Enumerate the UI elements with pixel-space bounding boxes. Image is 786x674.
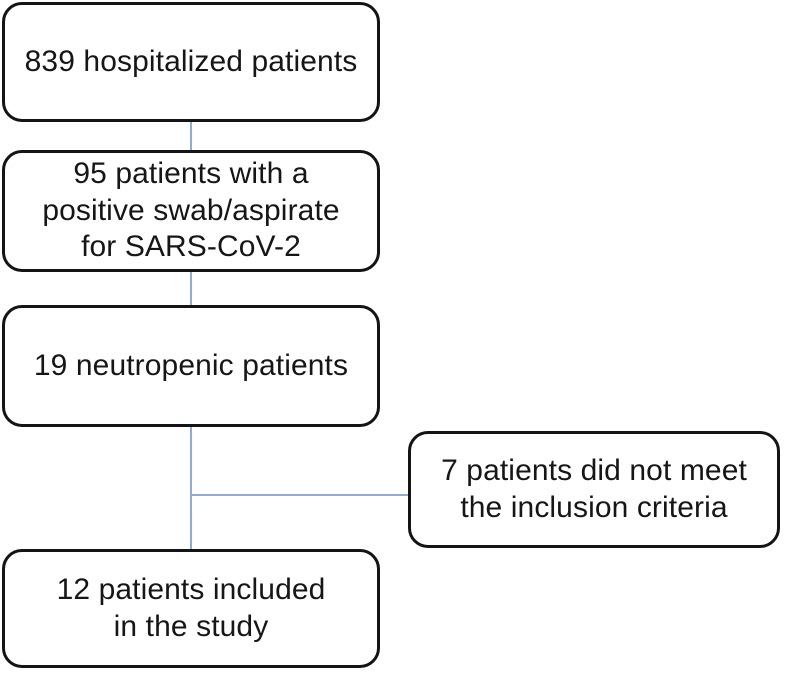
connector-neutropenic-to-included [190,427,192,550]
excluded-patients-box: 7 patients did not meet the inclusion cr… [408,431,780,548]
excluded-patients-label: 7 patients did not meet the inclusion cr… [441,453,747,524]
connector-positive-swab-to-neutropenic [190,272,192,306]
connector-hospitalized-to-positive-swab [190,122,192,151]
hospitalized-patients-label: 839 hospitalized patients [24,44,358,78]
hospitalized-patients-box: 839 hospitalized patients [2,2,380,122]
neutropenic-patients-box: 19 neutropenic patients [2,305,380,427]
included-patients-label: 12 patients included in the study [56,572,326,643]
positive-swab-label: 95 patients with a positive swab/aspirat… [42,156,340,264]
connector-branch-to-excluded [190,494,409,496]
included-patients-box: 12 patients included in the study [2,549,380,668]
positive-swab-box: 95 patients with a positive swab/aspirat… [2,150,380,272]
neutropenic-patients-label: 19 neutropenic patients [33,348,349,382]
